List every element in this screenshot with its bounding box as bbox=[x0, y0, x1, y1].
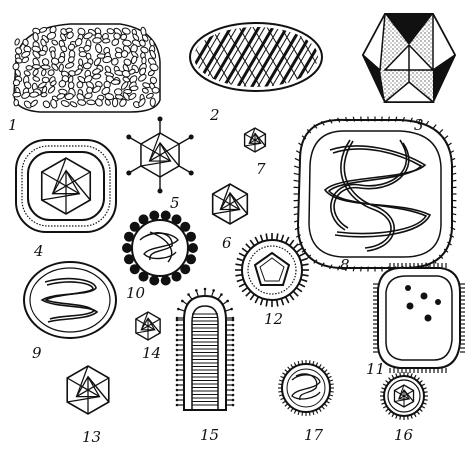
virus-8-drawing bbox=[294, 116, 457, 271]
virus-11-drawing bbox=[373, 263, 465, 373]
virus-4-drawing bbox=[16, 140, 116, 232]
label-2: 2 bbox=[210, 108, 220, 123]
label-4: 4 bbox=[34, 244, 44, 259]
label-6: 6 bbox=[222, 236, 232, 251]
virus-7-drawing bbox=[245, 128, 266, 152]
label-13: 13 bbox=[82, 430, 101, 445]
virus-13-drawing bbox=[67, 366, 109, 414]
label-9: 9 bbox=[32, 346, 42, 361]
virus-15-drawing bbox=[176, 288, 235, 410]
label-16: 16 bbox=[394, 428, 413, 443]
label-3: 3 bbox=[414, 118, 424, 133]
label-14: 14 bbox=[142, 346, 161, 361]
virus-6-drawing bbox=[213, 184, 248, 224]
virus-17-drawing bbox=[278, 360, 334, 416]
virus-5-drawing bbox=[126, 117, 193, 194]
label-11: 11 bbox=[366, 362, 385, 377]
virus-14-drawing bbox=[136, 312, 160, 340]
label-8: 8 bbox=[340, 258, 350, 273]
virus-16-drawing bbox=[380, 372, 428, 420]
virus-10-drawing bbox=[122, 211, 198, 286]
virus-3-drawing bbox=[363, 14, 455, 102]
virus-1-drawing bbox=[12, 24, 160, 112]
label-15: 15 bbox=[200, 428, 219, 443]
label-10: 10 bbox=[126, 286, 145, 301]
label-12: 12 bbox=[264, 312, 283, 327]
virus-12-drawing bbox=[235, 233, 309, 307]
label-17: 17 bbox=[304, 428, 323, 443]
label-1: 1 bbox=[8, 118, 18, 133]
label-5: 5 bbox=[170, 196, 180, 211]
label-7: 7 bbox=[256, 162, 266, 177]
virus-9-drawing bbox=[24, 262, 116, 338]
